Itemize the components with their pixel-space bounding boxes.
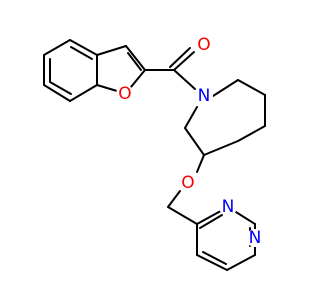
atom-ether-oxygen: O — [179, 173, 197, 193]
atom-pyridazine-nitrogen-1: N — [219, 197, 237, 217]
pyridazine-nitrogen-1-label: N — [222, 197, 235, 217]
carbonyl-group — [144, 47, 196, 90]
furan-ring — [96, 45, 146, 92]
piperidine-ring — [184, 79, 266, 156]
atom-furan-oxygen: O — [116, 84, 134, 104]
pyridazine-nitrogen-2-label: N — [249, 228, 262, 248]
furan-oxygen-label: O — [118, 84, 131, 104]
atom-pyridazine-nitrogen-2: N — [246, 228, 264, 248]
piperidine-nitrogen-label: N — [198, 86, 211, 106]
benzene-ring — [43, 39, 98, 102]
molecule-structure: O N O O N N — [43, 35, 266, 271]
atom-piperidine-nitrogen: N — [195, 86, 213, 106]
atom-carbonyl-oxygen: O — [195, 35, 213, 55]
ether-linkage — [167, 154, 205, 208]
carbonyl-oxygen-label: O — [197, 35, 210, 55]
pyridazine-ring — [167, 206, 256, 271]
ether-oxygen-label: O — [181, 173, 194, 193]
